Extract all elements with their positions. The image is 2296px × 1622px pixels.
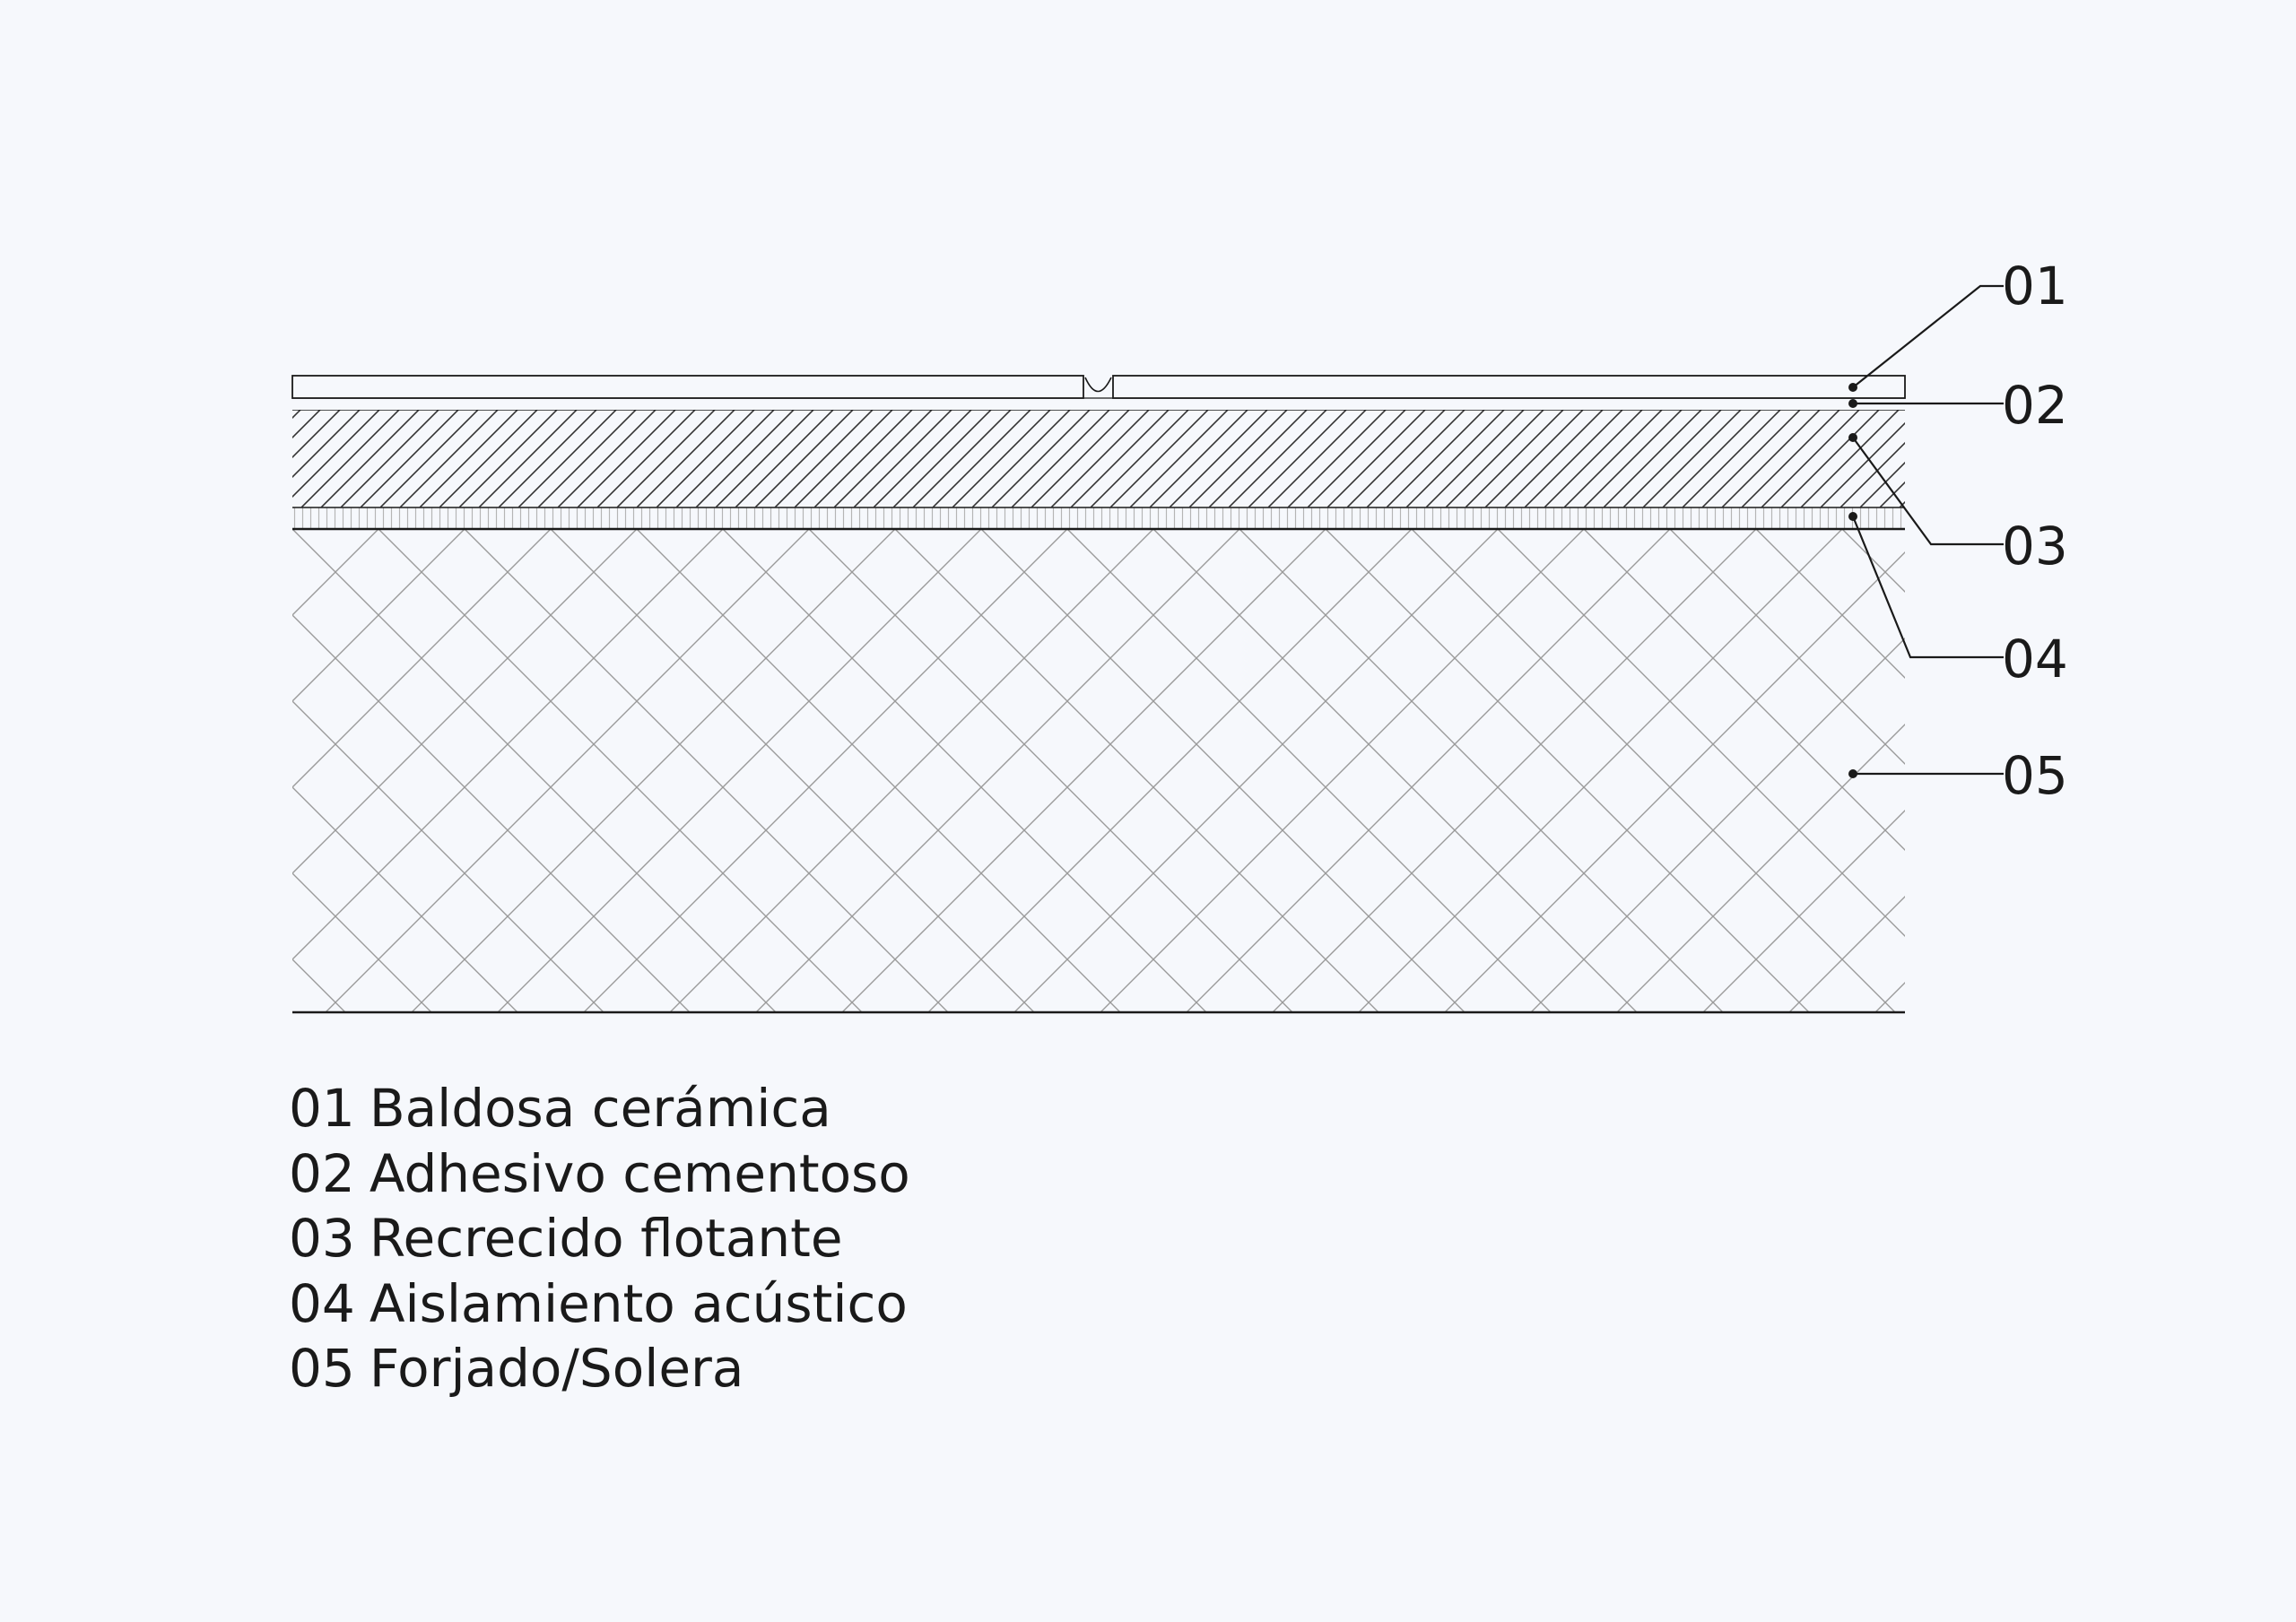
legend-code: 04 — [289, 1272, 355, 1334]
legend-label: Baldosa cerámica — [369, 1078, 831, 1139]
legend-code: 03 — [289, 1208, 355, 1269]
callout-dots — [1848, 383, 1857, 778]
leader-01 — [1852, 284, 2004, 388]
legend-code: 05 — [289, 1338, 355, 1399]
layer-05-slab — [292, 529, 1905, 1014]
legend-label: Aislamiento acústico — [369, 1272, 908, 1334]
leader-03 — [1852, 437, 2004, 546]
layer-04-acoustic-insulation — [292, 507, 1905, 531]
leader-04 — [1851, 516, 2004, 659]
tile-joint — [1084, 377, 1112, 393]
layer-02-adhesive — [292, 397, 1905, 410]
layer-03-floating-screed — [292, 409, 1905, 507]
legend-code: 02 — [289, 1142, 355, 1204]
layer-01-ceramic-tiles — [291, 375, 1906, 399]
legend-label: Forjado/Solera — [369, 1338, 744, 1399]
tile-left — [291, 375, 1084, 399]
legend-code: 01 — [289, 1078, 355, 1139]
callout-01: 01 — [2002, 256, 2068, 317]
callout-02: 02 — [2002, 375, 2068, 436]
tile-right — [1112, 375, 1906, 399]
callout-04: 04 — [2002, 629, 2068, 690]
callout-leaders — [1851, 284, 2004, 776]
legend-label: Adhesivo cementoso — [369, 1142, 910, 1204]
callout-05: 05 — [2002, 745, 2068, 806]
callout-03: 03 — [2002, 516, 2068, 577]
legend-label: Recrecido flotante — [369, 1208, 843, 1269]
